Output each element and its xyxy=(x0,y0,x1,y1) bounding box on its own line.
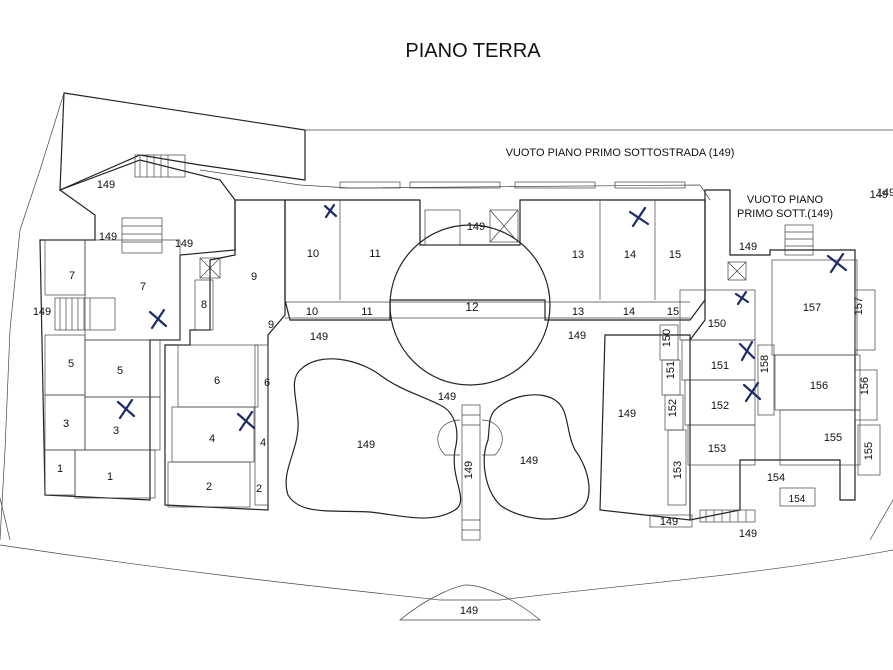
void-note-primo-sottostrada: VUOTO PIANO PRIMO SOTTOSTRADA (149) xyxy=(506,147,735,159)
unit-label: 1 xyxy=(57,463,63,475)
unit-label: 149 xyxy=(33,306,51,318)
unit-label: 149 xyxy=(99,231,117,243)
unit-label: 157 xyxy=(853,297,865,315)
unit-label: 5 xyxy=(117,365,123,377)
courtyard xyxy=(285,358,590,541)
unit-label: 149 xyxy=(568,330,586,342)
unit-label: 14 xyxy=(623,306,635,318)
unit-label: 149 xyxy=(618,408,636,420)
unit-label: 12 xyxy=(465,300,479,314)
unit-label: 7 xyxy=(69,270,75,282)
unit-label: 150 xyxy=(661,329,673,347)
unit-label: 3 xyxy=(113,425,119,437)
unit-label: 6 xyxy=(264,377,270,389)
unit-label: 149 xyxy=(175,238,193,250)
unit-label: 149 xyxy=(870,189,888,201)
right-wing xyxy=(599,189,881,528)
unit-label: 10 xyxy=(307,248,319,260)
unit-label: 13 xyxy=(572,306,584,318)
unit-label: 149 xyxy=(520,455,538,467)
unit-label: 5 xyxy=(68,358,74,370)
unit-label: 153 xyxy=(708,443,726,455)
unit-label: 9 xyxy=(268,319,274,331)
unit-label: 149 xyxy=(463,461,475,479)
void-note-line-2: PRIMO SOTT.(149) xyxy=(737,208,833,220)
unit-label: 158 xyxy=(759,355,771,373)
left-wing xyxy=(39,154,236,501)
unit-label: 149 xyxy=(739,241,757,253)
unit-label: 14 xyxy=(624,249,636,261)
unit-label: 149 xyxy=(438,391,456,403)
unit-label: 153 xyxy=(672,461,684,479)
unit-label: 150 xyxy=(708,318,726,330)
unit-label: 149 xyxy=(739,528,757,540)
unit-label: 151 xyxy=(665,361,677,379)
unit-label: 149 xyxy=(660,516,678,528)
plan-title: PIANO TERRA xyxy=(405,40,541,62)
markers xyxy=(116,203,848,432)
unit-label: 152 xyxy=(667,399,679,417)
unit-label: 155 xyxy=(863,442,875,460)
unit-label: 1 xyxy=(107,471,113,483)
inner-left-wing xyxy=(164,199,286,511)
unit-label: 149 xyxy=(877,187,893,199)
unit-label: 154 xyxy=(789,494,806,505)
unit-label: 154 xyxy=(767,472,785,484)
unit-label: 11 xyxy=(369,248,380,260)
unit-label: 157 xyxy=(803,302,821,314)
unit-label: 7 xyxy=(140,281,146,293)
unit-label: 149 xyxy=(460,605,478,617)
unit-label: 149 xyxy=(357,439,375,451)
unit-label: 151 xyxy=(711,360,729,372)
unit-label: 13 xyxy=(572,249,584,261)
unit-label: 156 xyxy=(859,377,871,395)
unit-label: 3 xyxy=(63,418,69,430)
void-note-line-1: VUOTO PIANO xyxy=(747,194,824,206)
unit-label: 2 xyxy=(256,483,262,495)
unit-label: 149 xyxy=(97,179,115,191)
unit-labels: 149 149 149 149 149 149 7 7 5 5 3 3 1 1 … xyxy=(33,179,893,617)
unit-label: 15 xyxy=(667,306,679,318)
unit-label: 11 xyxy=(361,306,372,318)
unit-label: 10 xyxy=(306,306,318,318)
unit-label: 152 xyxy=(711,400,729,412)
unit-label: 149 xyxy=(467,221,485,233)
unit-label: 156 xyxy=(810,380,828,392)
unit-label: 9 xyxy=(251,271,257,283)
unit-label: 2 xyxy=(206,481,212,493)
unit-label: 149 xyxy=(310,331,328,343)
unit-label: 8 xyxy=(201,299,207,311)
unit-label: 155 xyxy=(824,432,842,444)
unit-label: 15 xyxy=(669,249,681,261)
unit-label: 4 xyxy=(209,433,215,445)
central-block xyxy=(199,169,711,386)
unit-label: 4 xyxy=(260,437,266,449)
unit-label: 6 xyxy=(214,375,220,387)
